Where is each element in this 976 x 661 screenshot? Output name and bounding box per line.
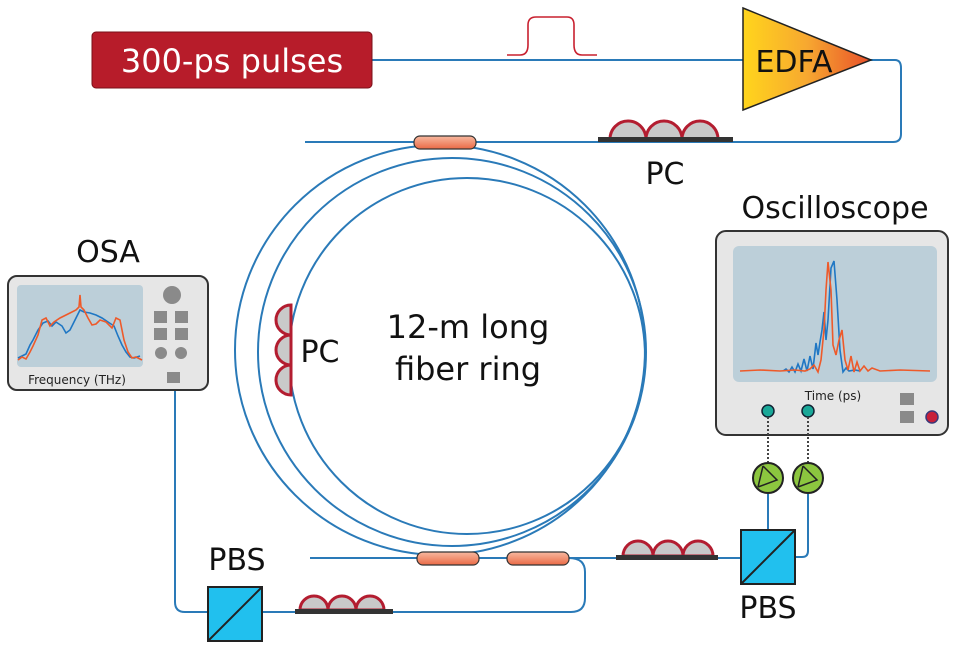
pc-bottom-left xyxy=(295,594,393,614)
pbs-left xyxy=(207,586,263,642)
photodetector-1-icon xyxy=(752,462,784,494)
pbs-right xyxy=(740,529,796,585)
osa-button[interactable] xyxy=(175,311,188,323)
oscilloscope-axis-label: Time (ps) xyxy=(804,389,861,403)
bottom-coupler-2 xyxy=(506,551,570,566)
osa-button[interactable] xyxy=(154,328,167,340)
scope-button[interactable] xyxy=(900,411,914,423)
ring-label-line1: 12-m long xyxy=(387,308,550,346)
oscilloscope-title: Oscilloscope xyxy=(741,191,928,226)
pc-left xyxy=(274,303,293,397)
oscilloscope-instrument: Time (ps) xyxy=(715,230,949,436)
scope-trace-orange xyxy=(739,261,931,375)
osa-trace-orange xyxy=(17,294,143,361)
osa-small-knob[interactable] xyxy=(155,347,167,359)
osa-title: OSA xyxy=(76,235,140,270)
top-coupler xyxy=(413,135,477,150)
pulse-source-label: 300-ps pulses xyxy=(121,42,343,80)
osa-screen xyxy=(17,285,143,367)
osa-button[interactable] xyxy=(154,311,167,323)
pbs-right-label: PBS xyxy=(739,591,796,626)
couplers xyxy=(413,135,570,566)
osa-instrument: Frequency (THz) xyxy=(7,275,209,391)
pbs-left-label: PBS xyxy=(208,543,265,578)
pc-bottom-right xyxy=(616,539,718,560)
edfa-label: EDFA xyxy=(755,45,833,80)
pulse-source: 300-ps pulses xyxy=(91,31,373,89)
photodetector-2-icon xyxy=(792,462,824,494)
ring-label-line2: fiber ring xyxy=(395,350,541,388)
osa-input-port xyxy=(167,372,180,383)
scope-input-port-1 xyxy=(761,404,775,418)
oscilloscope-screen xyxy=(733,246,937,382)
scope-power-button[interactable] xyxy=(925,410,939,424)
osa-trace-blue xyxy=(17,308,141,359)
scope-input-port-2 xyxy=(801,404,815,418)
pulse-shape-icon xyxy=(507,16,597,56)
osa-knob[interactable] xyxy=(163,286,181,304)
bottom-coupler-1 xyxy=(416,551,480,566)
osa-axis-label: Frequency (THz) xyxy=(28,373,126,387)
osa-button[interactable] xyxy=(175,328,188,340)
pc-left-label: PC xyxy=(300,335,339,370)
pc-top xyxy=(598,119,733,142)
osa-small-knob[interactable] xyxy=(175,347,187,359)
edfa-amplifier: EDFA xyxy=(742,6,874,112)
pc-top-label: PC xyxy=(645,157,684,192)
scope-button[interactable] xyxy=(900,393,914,405)
